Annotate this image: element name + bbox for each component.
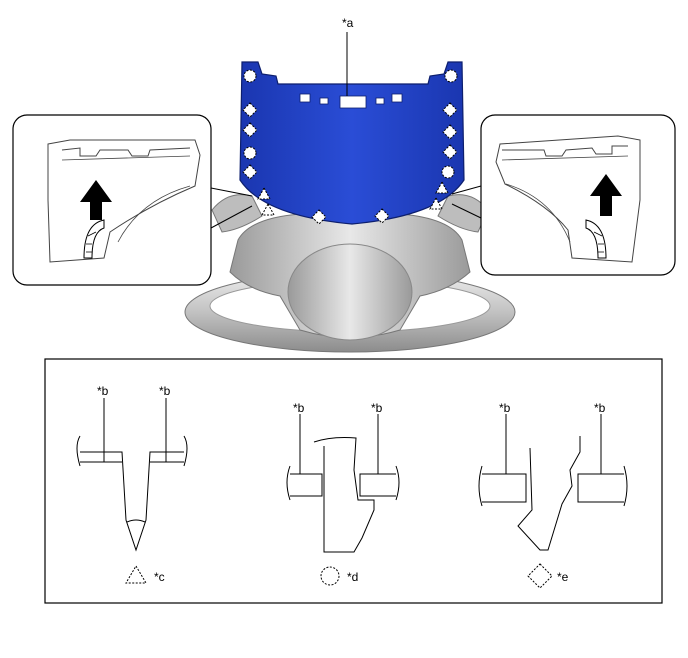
label-d: *d bbox=[347, 570, 358, 584]
clip-symbol bbox=[444, 69, 458, 83]
right-detail-callout bbox=[451, 114, 676, 276]
left-spoke bbox=[211, 194, 263, 233]
circle-icon bbox=[320, 566, 340, 586]
symbol-legend: *b *b *c *b *b *d *b bbox=[44, 358, 663, 604]
label-b: *b bbox=[371, 401, 383, 415]
up-arrow-icon bbox=[80, 180, 112, 220]
steering-pad-cover bbox=[239, 61, 465, 225]
steering-wheel bbox=[184, 194, 516, 353]
diamond-icon bbox=[527, 563, 553, 589]
clip-symbol bbox=[441, 165, 455, 179]
triangle-icon bbox=[125, 565, 147, 584]
label-b: *b bbox=[97, 384, 109, 398]
up-arrow-icon bbox=[590, 174, 622, 216]
right-spoke bbox=[437, 194, 489, 233]
label-b: *b bbox=[499, 401, 511, 415]
clip-symbol bbox=[243, 69, 257, 83]
wheel-center-bulge bbox=[287, 243, 413, 341]
label-a: *a bbox=[342, 16, 354, 30]
clip-symbol bbox=[243, 146, 257, 160]
left-detail-callout bbox=[12, 114, 253, 286]
label-b: *b bbox=[594, 401, 606, 415]
label-b: *b bbox=[293, 401, 305, 415]
label-c: *c bbox=[154, 570, 165, 584]
claw-cross-section: *b *b *c bbox=[76, 384, 188, 584]
label-b: *b bbox=[159, 384, 171, 398]
guide-cross-section: *b *b *e bbox=[478, 401, 628, 589]
clip-cross-section: *b *b *d bbox=[286, 401, 400, 586]
label-e: *e bbox=[557, 570, 569, 584]
